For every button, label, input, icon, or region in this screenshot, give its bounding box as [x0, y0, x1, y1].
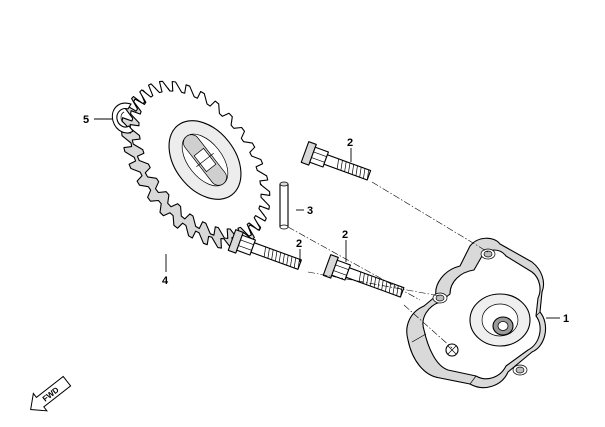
flange-bolt-lower-right	[322, 254, 405, 298]
callout-5: 5	[83, 114, 89, 126]
callout-labels: 1 2 2 2 3 4 5	[83, 114, 569, 325]
leader-lines	[94, 118, 560, 319]
oil-pump-driven-gear	[121, 80, 271, 249]
fwd-direction-marker: FWD	[30, 375, 72, 412]
callout-2c: 2	[342, 229, 348, 241]
dowel-pin	[279, 181, 289, 230]
flange-bolt-lower-left	[227, 229, 302, 270]
assembly-lines	[287, 181, 489, 349]
callout-2b: 2	[296, 238, 302, 250]
callout-2a: 2	[347, 137, 353, 149]
retaining-clip	[111, 102, 134, 134]
flange-bolt-upper	[300, 141, 372, 181]
oil-pump-body	[406, 237, 547, 389]
callout-4: 4	[162, 275, 169, 287]
callout-1: 1	[563, 313, 569, 325]
fwd-arrow-icon	[30, 375, 72, 412]
callout-3: 3	[307, 205, 313, 217]
